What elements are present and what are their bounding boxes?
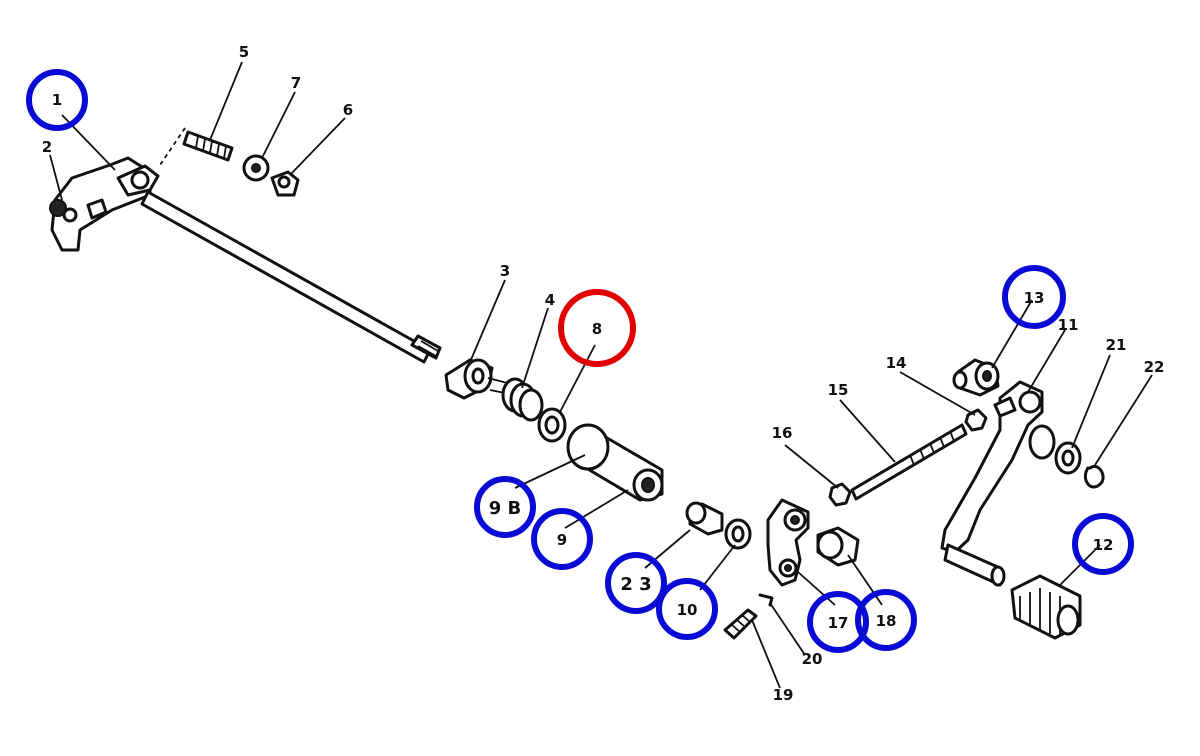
callout-18: 18: [876, 612, 897, 630]
ring-9: [531, 508, 593, 570]
callout-12: 12: [1093, 536, 1114, 554]
callout-16: 16: [772, 424, 793, 442]
callout-14: 14: [886, 354, 907, 372]
callout-5: 5: [239, 43, 249, 61]
callout-22: 22: [1144, 358, 1165, 376]
part-5-adjust-screw: [159, 127, 234, 166]
callout-8: 8: [592, 320, 602, 338]
callout-20: 20: [802, 650, 823, 668]
callout-9b: 9 B: [489, 498, 522, 519]
callout-15: 15: [828, 381, 849, 399]
ring-18: [855, 589, 917, 651]
ring-23: [605, 552, 667, 614]
part-6-lock-washer: [270, 170, 300, 197]
ring-17: [807, 591, 869, 653]
part-19-bolt: [723, 608, 758, 640]
part-11-shift-pedal: [940, 380, 1044, 587]
part-16-nut: [828, 482, 852, 507]
callout-labels: 1 2 5 7 6 3 4 8 9 B 9 2 3 10 16 15 14 13…: [42, 43, 1165, 704]
part-22-circlip: [1083, 465, 1105, 489]
part-10-washer: [724, 518, 752, 550]
callout-17: 17: [828, 614, 849, 632]
ring-10: [656, 578, 718, 640]
callout-19: 19: [773, 686, 794, 704]
callout-21: 21: [1106, 336, 1127, 354]
ring-9b: [474, 476, 536, 538]
ring-1: [26, 69, 88, 131]
part-1-shift-arm: [49, 156, 160, 252]
callout-11: 11: [1058, 316, 1079, 334]
part-17-linkage-arm: [766, 498, 810, 587]
callout-1: 1: [52, 91, 62, 109]
part-3-collar: [444, 358, 494, 400]
part-14-nut: [964, 408, 988, 432]
part-3-shift-shaft: [140, 190, 442, 364]
callout-4: 4: [545, 291, 555, 309]
callout-3: 3: [500, 262, 510, 280]
part-12-pedal-rubber: [1010, 574, 1082, 640]
part-4-return-spring: [487, 377, 544, 422]
part-8-washer: [537, 407, 567, 443]
part-7-nut: [242, 154, 270, 182]
ring-12: [1072, 513, 1134, 575]
callout-13: 13: [1024, 289, 1045, 307]
callout-7: 7: [291, 74, 301, 92]
ring-8: [558, 289, 636, 367]
callout-9: 9: [557, 531, 567, 549]
callout-10: 10: [677, 601, 698, 619]
ring-13: [1002, 265, 1066, 329]
callout-2: 2: [42, 138, 52, 156]
callout-23: 2 3: [620, 574, 651, 595]
part-15-tie-rod: [850, 423, 968, 501]
callout-6: 6: [343, 101, 353, 119]
part-21-washer: [1028, 424, 1082, 475]
part-13-rod-end: [952, 358, 1000, 397]
part-9-sleeve: [566, 423, 664, 502]
part-23-bushing: [685, 501, 724, 536]
leader-lines: [49, 61, 1153, 689]
callout-highlight-rings: [26, 69, 1134, 653]
